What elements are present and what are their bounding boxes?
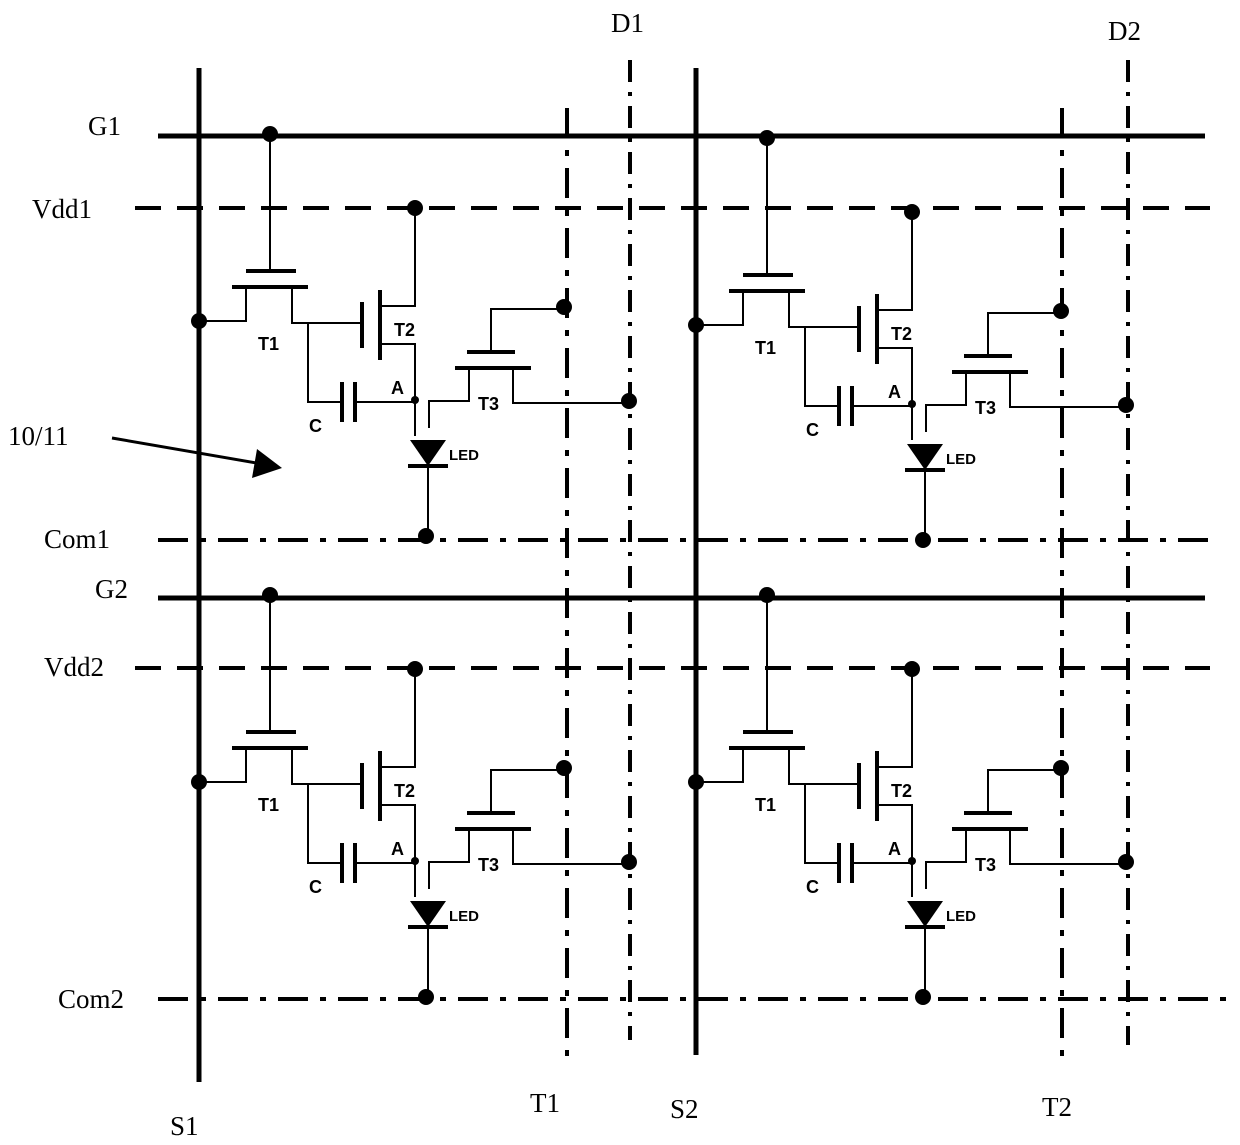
led-label: LED — [449, 447, 479, 464]
vdd2-label: Vdd2 — [44, 652, 104, 682]
transistor-t2: T2 — [859, 669, 912, 859]
t-line-junction-dot — [1053, 760, 1069, 776]
transistor-t1: T1 — [199, 134, 362, 354]
led-diode-icon: LED — [905, 404, 976, 540]
com-junction-dot — [915, 532, 931, 548]
com-junction-dot — [418, 989, 434, 1005]
t2-label: T2 — [394, 781, 415, 801]
g1-label: G1 — [88, 111, 121, 141]
transistor-t1: T1 — [696, 595, 859, 815]
com1-label: Com1 — [44, 524, 110, 554]
d2-label: D2 — [1108, 16, 1141, 46]
s2-label: S2 — [670, 1094, 699, 1124]
transistor-t2: T2 — [362, 208, 415, 398]
t2-label: T2 — [394, 320, 415, 340]
data-junction-dot — [1118, 397, 1134, 413]
s1-label: S1 — [170, 1111, 199, 1141]
transistor-t2: T2 — [362, 669, 415, 859]
transistor-t3: T3 — [926, 770, 1126, 889]
d1-label: D1 — [611, 8, 644, 38]
pixel-cell: T1 T2C A T3LED — [688, 130, 1134, 548]
node-a-label: A — [888, 382, 901, 402]
t-line-junction-dot — [556, 299, 572, 315]
led-label: LED — [946, 908, 976, 925]
led-diode-icon: LED — [408, 861, 479, 997]
g2-label: G2 — [95, 574, 128, 604]
led-diode-icon: LED — [408, 400, 479, 536]
capacitor-label: C — [309, 416, 322, 436]
t3-label: T3 — [478, 855, 499, 875]
t1-label: T1 — [258, 795, 279, 815]
t-line-junction-dot — [1053, 303, 1069, 319]
node-a-label: A — [391, 378, 404, 398]
capacitor-label: C — [806, 877, 819, 897]
t2-label: T2 — [891, 324, 912, 344]
led-label: LED — [449, 908, 479, 925]
com-junction-dot — [915, 989, 931, 1005]
t1-bottom-label: T1 — [530, 1088, 560, 1118]
led-diode-icon: LED — [905, 861, 976, 997]
transistor-t1: T1 — [696, 138, 859, 358]
node-a-label: A — [391, 839, 404, 859]
pixel-pointer-label: 10/11 — [8, 421, 69, 451]
capacitor-label: C — [806, 420, 819, 440]
data-junction-dot — [1118, 854, 1134, 870]
com2-label: Com2 — [58, 984, 124, 1014]
t1-label: T1 — [755, 338, 776, 358]
t-line-junction-dot — [556, 760, 572, 776]
t1-label: T1 — [258, 334, 279, 354]
t2-label: T2 — [891, 781, 912, 801]
pixel-cell: T1 T2C A T3LED — [688, 587, 1134, 1005]
vdd1-label: Vdd1 — [32, 194, 92, 224]
pixel-cell: T1 T2C A T3LED — [191, 126, 637, 544]
t3-label: T3 — [975, 855, 996, 875]
data-junction-dot — [621, 854, 637, 870]
node-a-label: A — [888, 839, 901, 859]
transistor-t2: T2 — [859, 212, 912, 402]
t3-label: T3 — [478, 394, 499, 414]
capacitor-label: C — [309, 877, 322, 897]
com-junction-dot — [418, 528, 434, 544]
pixel-cell: T1 T2C A T3LED — [191, 587, 637, 1005]
t1-label: T1 — [755, 795, 776, 815]
transistor-t1: T1 — [199, 595, 362, 815]
transistor-t3: T3 — [429, 770, 629, 889]
transistor-t3: T3 — [926, 313, 1126, 432]
t3-label: T3 — [975, 398, 996, 418]
data-junction-dot — [621, 393, 637, 409]
t2-bottom-label: T2 — [1042, 1092, 1072, 1122]
transistor-t3: T3 — [429, 309, 629, 428]
led-label: LED — [946, 451, 976, 468]
